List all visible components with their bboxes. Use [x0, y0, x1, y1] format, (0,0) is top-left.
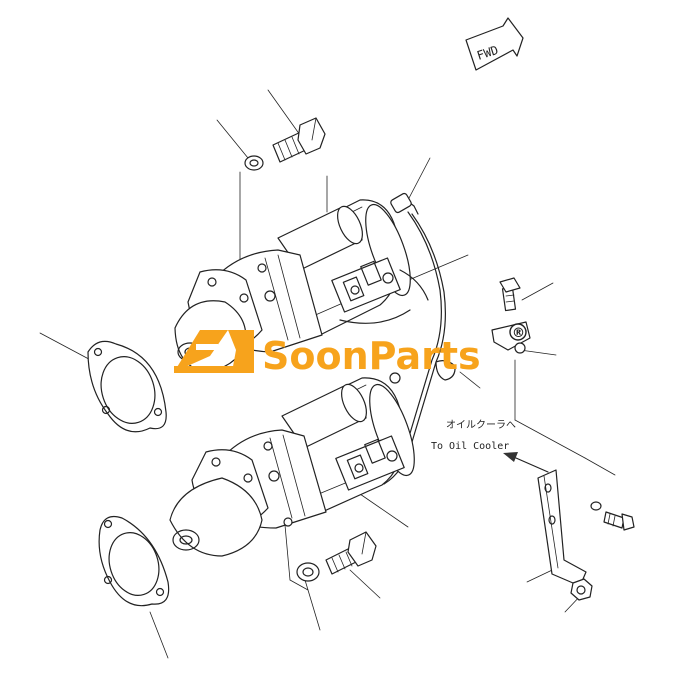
oil-cooler-arrow-icon	[503, 452, 549, 473]
clip-bolt-icon	[491, 277, 531, 354]
soonparts-watermark: SoonParts ®	[174, 323, 527, 378]
upper-washer-icon	[244, 155, 264, 171]
nut-icon	[570, 578, 593, 601]
upper-gasket-icon	[87, 340, 167, 433]
bracket-icon	[537, 469, 587, 587]
bracket-bolt-icon	[590, 501, 635, 531]
lower-starter-motor-icon	[169, 377, 415, 557]
lower-gasket-icon	[98, 515, 170, 607]
fwd-label: FWD	[475, 43, 500, 63]
registered-mark: ®	[512, 326, 525, 341]
fwd-arrow-icon: FWD	[465, 17, 524, 71]
watermark-text: SoonParts	[262, 334, 481, 378]
lower-bolt-icon	[325, 531, 377, 575]
callout-english: To Oil Cooler	[431, 441, 509, 452]
upper-bolt-icon	[272, 117, 326, 163]
lower-washer-icon	[296, 562, 320, 582]
callout-japanese: オイルクーラへ	[446, 419, 516, 431]
clamp-icon	[435, 360, 456, 381]
soonparts-logo-icon	[174, 330, 254, 373]
